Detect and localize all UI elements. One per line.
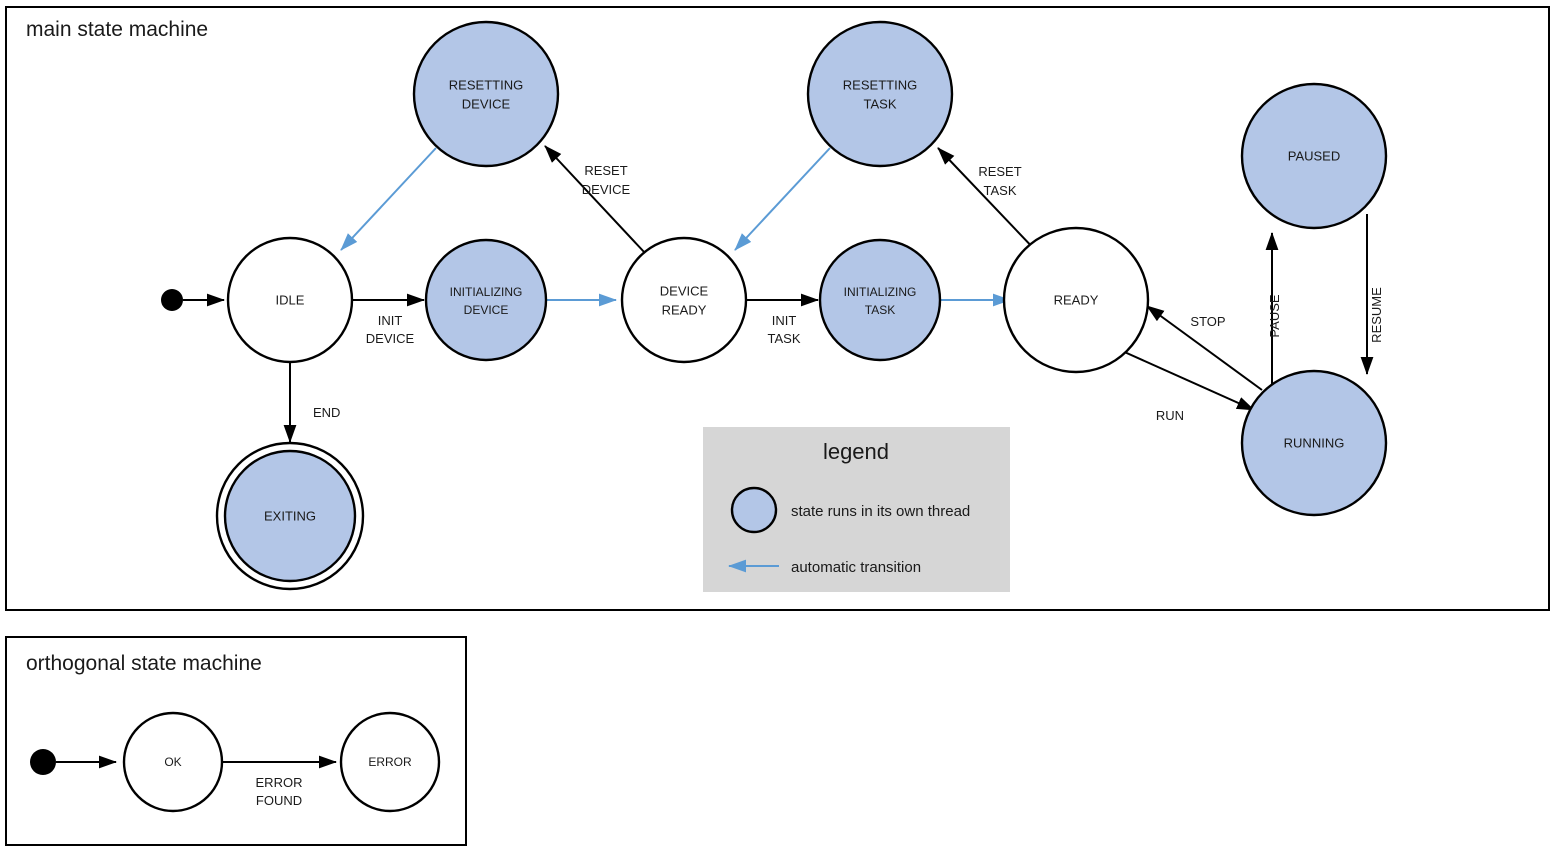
state-label-initializing-device-line2: DEVICE bbox=[464, 303, 509, 317]
transition-paused-to-running: RESUME bbox=[1360, 214, 1384, 375]
transition-device-ready-to-resetting-device: RESET DEVICE bbox=[544, 145, 646, 254]
state-label-initializing-task-line1: INITIALIZING bbox=[844, 285, 917, 299]
state-label-resetting-device-line2: DEVICE bbox=[462, 96, 511, 111]
transition-device-ready-to-initializing-task: INIT TASK bbox=[746, 293, 819, 346]
transition-ready-to-running: RUN bbox=[1119, 349, 1255, 423]
edge-label-error-found-line2: FOUND bbox=[256, 793, 302, 808]
state-label-error: ERROR bbox=[368, 755, 412, 769]
state-label-exiting: EXITING bbox=[264, 508, 316, 523]
transition-resetting-task-to-device-ready bbox=[734, 147, 831, 251]
state-label-resetting-device-line1: RESETTING bbox=[449, 77, 523, 92]
edge-label-reset-device-line2: DEVICE bbox=[582, 182, 631, 197]
edge-label-init-task-line2: TASK bbox=[768, 331, 801, 346]
transition-ok-to-error: ERROR FOUND bbox=[222, 755, 337, 808]
edge-label-end: END bbox=[313, 405, 340, 420]
state-label-running: RUNNING bbox=[1284, 435, 1345, 450]
state-exiting[interactable]: EXITING bbox=[215, 441, 365, 591]
transition-running-to-paused: PAUSE bbox=[1265, 232, 1282, 396]
state-device-ready[interactable]: DEVICE READY bbox=[620, 236, 748, 364]
state-initializing-device[interactable]: INITIALIZING DEVICE bbox=[424, 238, 548, 362]
transition-start-to-idle bbox=[161, 289, 225, 311]
transition-running-to-ready: STOP bbox=[1146, 305, 1263, 391]
edge-label-error-found-line1: ERROR bbox=[256, 775, 303, 790]
state-label-idle: IDLE bbox=[276, 292, 305, 307]
state-label-resetting-task-line2: TASK bbox=[864, 96, 897, 111]
state-initializing-task[interactable]: INITIALIZING TASK bbox=[818, 238, 942, 362]
legend-thread-state-text: state runs in its own thread bbox=[791, 503, 970, 520]
state-label-initializing-device-line1: INITIALIZING bbox=[450, 285, 523, 299]
edge-label-resume: RESUME bbox=[1369, 287, 1384, 343]
transition-ready-to-resetting-task: RESET TASK bbox=[937, 147, 1039, 254]
state-paused[interactable]: PAUSED bbox=[1240, 82, 1388, 230]
orthogonal-state-machine-title: orthogonal state machine bbox=[26, 652, 262, 675]
state-idle[interactable]: IDLE bbox=[226, 236, 354, 364]
state-label-device-ready-line2: READY bbox=[662, 302, 707, 317]
state-label-ok: OK bbox=[164, 755, 181, 769]
orthogonal-initial-pseudostate-dot bbox=[30, 749, 56, 775]
state-ready[interactable]: READY bbox=[1002, 226, 1150, 374]
main-state-machine-title: main state machine bbox=[26, 18, 208, 41]
legend-item-automatic-transition: automatic transition bbox=[728, 559, 921, 576]
transition-start-to-ok bbox=[30, 749, 117, 775]
edge-label-pause: PAUSE bbox=[1267, 294, 1282, 337]
transition-resetting-device-to-idle bbox=[340, 147, 437, 251]
state-label-initializing-task-line2: TASK bbox=[865, 303, 895, 317]
edge-label-init-device-line2: DEVICE bbox=[366, 331, 415, 346]
transition-idle-to-initializing-device: INIT DEVICE bbox=[352, 293, 425, 346]
state-label-device-ready-line1: DEVICE bbox=[660, 283, 709, 298]
state-resetting-device[interactable]: RESETTING DEVICE bbox=[412, 20, 560, 168]
legend-automatic-transition-text: automatic transition bbox=[791, 559, 921, 576]
legend-thread-state-swatch-icon bbox=[730, 486, 778, 534]
state-resetting-task[interactable]: RESETTING TASK bbox=[806, 20, 954, 168]
initial-pseudostate-dot bbox=[161, 289, 183, 311]
transition-idle-to-exiting: END bbox=[283, 362, 340, 443]
edge-label-run: RUN bbox=[1156, 408, 1184, 423]
edge-label-init-device-line1: INIT bbox=[378, 313, 403, 328]
state-ok[interactable]: OK bbox=[122, 711, 224, 813]
edge-label-stop: STOP bbox=[1190, 314, 1225, 329]
state-label-paused: PAUSED bbox=[1288, 148, 1341, 163]
edge-label-reset-task-line1: RESET bbox=[978, 164, 1021, 179]
edge-label-init-task-line1: INIT bbox=[772, 313, 797, 328]
state-label-ready: READY bbox=[1054, 292, 1099, 307]
state-error[interactable]: ERROR bbox=[339, 711, 441, 813]
edge-label-reset-device-line1: RESET bbox=[584, 163, 627, 178]
legend-title: legend bbox=[823, 439, 889, 464]
state-label-resetting-task-line1: RESETTING bbox=[843, 77, 917, 92]
legend: legend state runs in its own thread auto… bbox=[703, 427, 1010, 592]
legend-item-thread-state: state runs in its own thread bbox=[730, 486, 970, 534]
state-running[interactable]: RUNNING bbox=[1240, 369, 1388, 517]
edge-label-reset-task-line2: TASK bbox=[984, 183, 1017, 198]
